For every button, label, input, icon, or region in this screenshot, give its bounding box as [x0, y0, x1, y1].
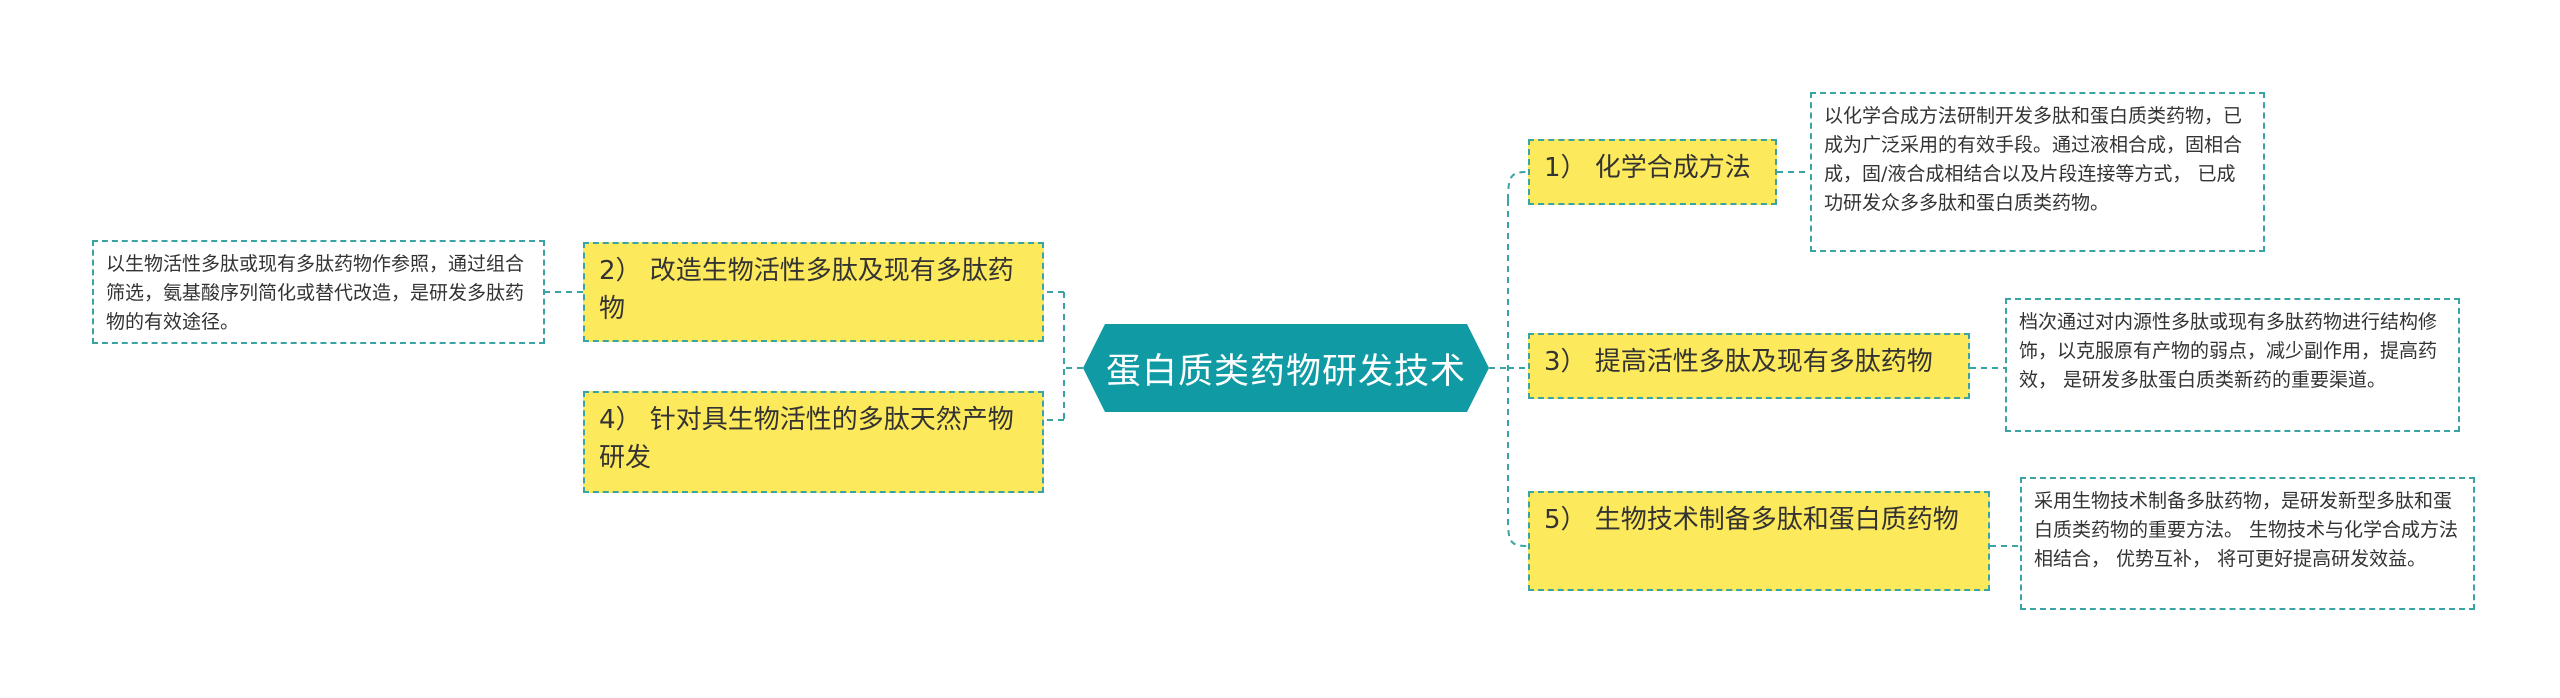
note-chemical-synthesis: 以化学合成方法研制开发多肽和蛋白质类药物，已成为广泛采用的有效手段。通过液相合成… [1810, 92, 2265, 252]
topic-chemical-synthesis[interactable]: 1） 化学合成方法 [1528, 139, 1777, 205]
topic-improve-activity[interactable]: 3） 提高活性多肽及现有多肽药物 [1528, 333, 1970, 399]
note-biotechnology: 采用生物技术制备多肽药物，是研发新型多肽和蛋白质类药物的重要方法。 生物技术与化… [2020, 477, 2475, 610]
note-improve-activity: 档次通过对内源性多肽或现有多肽药物进行结构修饰，以克服原有产物的弱点，减少副作用… [2005, 298, 2460, 432]
topic-modify-bioactive-peptides[interactable]: 2） 改造生物活性多肽及现有多肽药物 [583, 242, 1044, 342]
note-modify-bioactive-peptides: 以生物活性多肽或现有多肽药物作参照，通过组合筛选，氨基酸序列简化或替代改造，是研… [92, 240, 545, 344]
topic-biotechnology[interactable]: 5） 生物技术制备多肽和蛋白质药物 [1528, 491, 1990, 591]
topic-natural-products[interactable]: 4） 针对具生物活性的多肽天然产物研发 [583, 391, 1044, 493]
central-topic[interactable]: 蛋白质类药物研发技术 [1083, 324, 1489, 412]
